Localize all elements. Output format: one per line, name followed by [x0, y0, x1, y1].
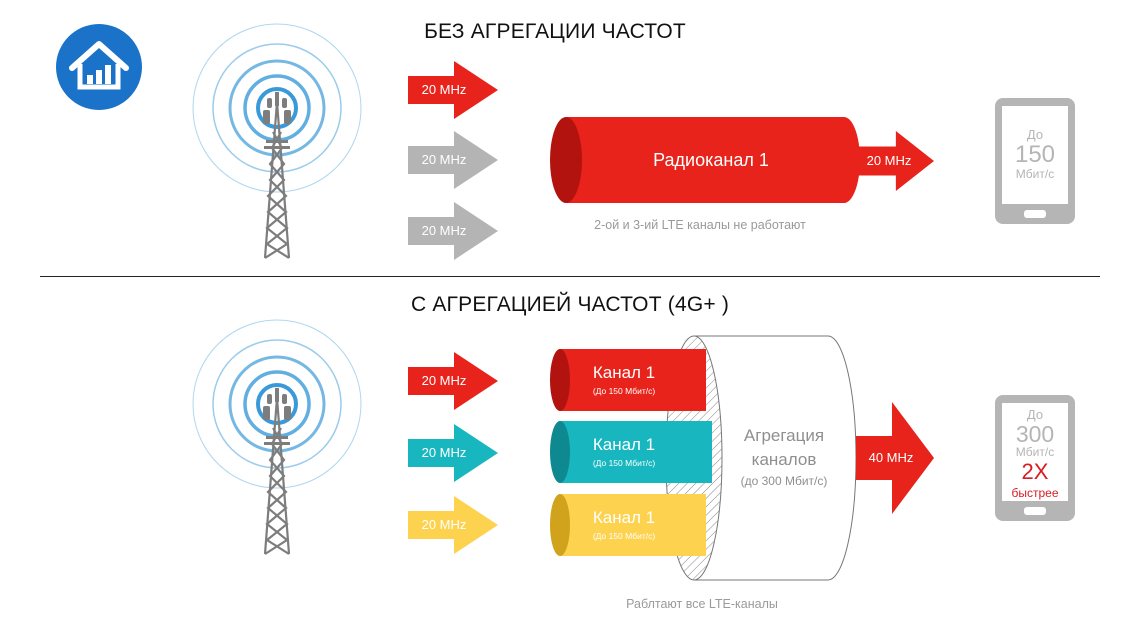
cell-tower-icon	[192, 319, 362, 555]
input-arrow-2: 20 MHz	[408, 131, 498, 189]
device-multiplier: 2X	[1021, 459, 1049, 484]
device-top: До 150 Мбит/с	[994, 97, 1076, 225]
arrow-label: 40 MHz	[868, 450, 914, 465]
top-caption: 2-ой и 3-ий LTE каналы не работают	[594, 218, 806, 232]
arrow-label: 20 MHz	[421, 82, 467, 97]
arrow-label: 20 MHz	[421, 517, 467, 532]
arrow-label: 20 MHz	[866, 153, 912, 168]
cell-tower-top	[187, 22, 367, 262]
input-arrow-3: 20 MHz	[408, 202, 498, 260]
channel-subtitle: (До 150 Мбит/с)	[592, 386, 656, 396]
aggregation-label-1: Агрегация	[743, 426, 825, 445]
channel-subtitle: (До 150 Мбит/с)	[592, 531, 656, 541]
radio-channel-label: Радиоканал 1	[653, 150, 769, 170]
bottom-caption: Раблтают все LTE-каналы	[626, 597, 778, 611]
arrow-right-icon	[408, 496, 498, 554]
arrow-label: 20 MHz	[421, 445, 467, 460]
channel-title: Канал 1	[592, 508, 656, 527]
arrow-right-icon	[408, 131, 498, 189]
arrow-right-icon	[408, 61, 498, 119]
arrow-right-icon	[408, 352, 498, 410]
input-arrow-4: 20 MHz	[408, 352, 498, 410]
channel-cylinder-1: Канал 1 (До 150 Мбит/с)	[550, 349, 710, 411]
input-arrow-6: 20 MHz	[408, 496, 498, 554]
arrow-label: 20 MHz	[421, 373, 467, 388]
cell-tower-bottom	[187, 318, 367, 558]
arrow-label: 20 MHz	[421, 152, 467, 167]
output-arrow-top: 20 MHz	[856, 131, 934, 191]
arrow-label: 20 MHz	[421, 223, 467, 238]
arrow-right-icon	[408, 424, 498, 482]
cell-tower-icon	[192, 23, 362, 259]
channel-title: Канал 1	[592, 363, 656, 382]
arrow-right-icon	[856, 402, 934, 514]
device-prefix: До	[1026, 127, 1044, 142]
radio-channel-cylinder: Радиоканал 1	[550, 117, 860, 203]
aggregation-note: (до 300 Мбит/с)	[740, 474, 828, 488]
channel-subtitle: (До 150 Мбит/с)	[592, 458, 656, 468]
device-unit: Мбит/с	[1015, 445, 1055, 459]
channel-title: Канал 1	[592, 435, 656, 454]
title-with-aggregation: С АГРЕГАЦИЕЙ ЧАСТОТ (4G+ )	[410, 293, 730, 316]
logo	[56, 24, 142, 110]
input-arrow-5: 20 MHz	[408, 424, 498, 482]
title-without-aggregation: БЕЗ АГРЕГАЦИИ ЧАСТОТ	[424, 20, 686, 43]
device-bottom: До 300 Мбит/с 2X быстрее	[994, 394, 1076, 522]
device-prefix: До	[1026, 407, 1044, 422]
channel-cylinder-2: Канал 1 (До 150 Мбит/с)	[550, 421, 715, 483]
smartphone-icon	[995, 98, 1075, 224]
arrow-right-icon	[856, 131, 934, 191]
device-unit: Мбит/с	[1015, 167, 1055, 181]
device-speed: 150	[1014, 141, 1056, 168]
section-divider	[40, 276, 1100, 277]
aggregation-label-2: каналов	[751, 450, 817, 469]
device-faster-label: быстрее	[1011, 486, 1059, 500]
smartphone-icon	[995, 395, 1075, 521]
device-speed: 300	[1015, 421, 1055, 447]
house-bars-icon	[56, 24, 142, 110]
input-arrow-1: 20 MHz	[408, 61, 498, 119]
output-arrow-bottom: 40 MHz	[856, 402, 934, 514]
channel-cylinder-3: Канал 1 (До 150 Мбит/с)	[550, 494, 710, 556]
arrow-right-icon	[408, 202, 498, 260]
